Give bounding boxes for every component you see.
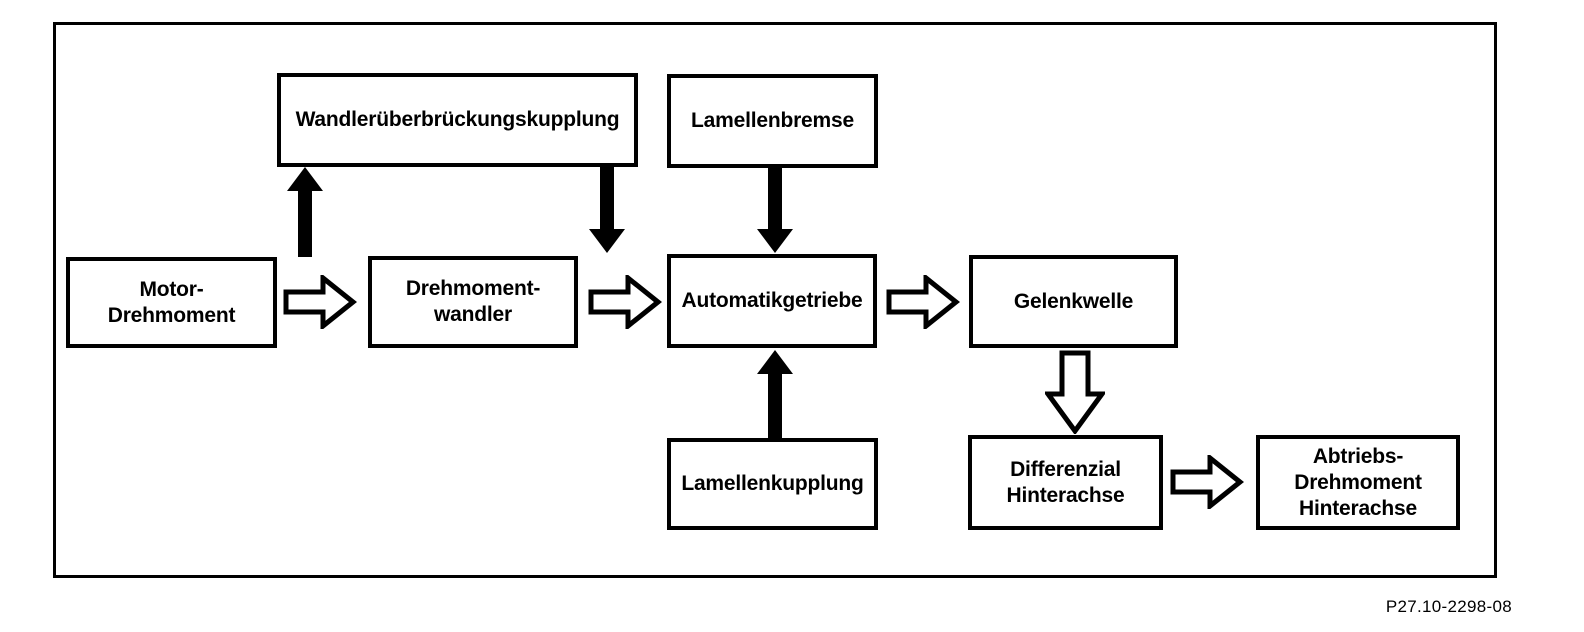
box-label: Abtriebs- Drehmoment Hinterachse [1294, 444, 1422, 520]
arrow-right-gearbox-to-propshaft-icon [886, 275, 960, 329]
box-label: Differenzial Hinterachse [1006, 457, 1125, 507]
arrow-right-motor-to-converter-icon [283, 275, 357, 329]
box-label: Lamellenkupplung [681, 472, 864, 495]
box-label: Drehmoment- wandler [405, 277, 541, 326]
box-motor-drehmoment: Motor- Drehmoment [66, 257, 277, 348]
box-differenzial-hinterachse: Differenzial Hinterachse [968, 435, 1163, 530]
arrow-right-differential-to-output-icon [1170, 455, 1244, 509]
arrow-right-converter-to-gearbox-icon [588, 275, 662, 329]
box-gelenkwelle: Gelenkwelle [969, 255, 1178, 348]
box-label: Lamellenbremse [691, 109, 854, 132]
arrow-up-clutch-to-gearbox-icon [757, 350, 793, 438]
box-lamellenkupplung: Lamellenkupplung [667, 438, 878, 530]
figure-number-caption: P27.10-2298-08 [1385, 597, 1512, 616]
diagram-border [53, 22, 1497, 578]
arrow-up-motor-to-lockup-clutch-icon [287, 167, 323, 257]
box-wandlerueberbrueckungskupplung: Wandlerüberbrückungskupplung [277, 73, 638, 167]
box-label: Wandlerüberbrückungskupplung [295, 108, 620, 131]
box-label: Motor- Drehmoment [107, 277, 236, 327]
box-automatikgetriebe: Automatikgetriebe [667, 254, 877, 348]
box-drehmomentwandler: Drehmoment- wandler [368, 256, 578, 348]
box-lamellenbremse: Lamellenbremse [667, 74, 878, 168]
box-label: Gelenkwelle [1013, 289, 1134, 313]
arrow-down-propshaft-to-differential-icon [1045, 350, 1105, 434]
arrow-down-lockup-clutch-to-flow-icon [589, 167, 625, 253]
box-abtriebs-drehmoment-hinterachse: Abtriebs- Drehmoment Hinterachse [1256, 435, 1460, 530]
arrow-down-brake-to-gearbox-icon [757, 168, 793, 253]
box-label: Automatikgetriebe [681, 289, 863, 312]
